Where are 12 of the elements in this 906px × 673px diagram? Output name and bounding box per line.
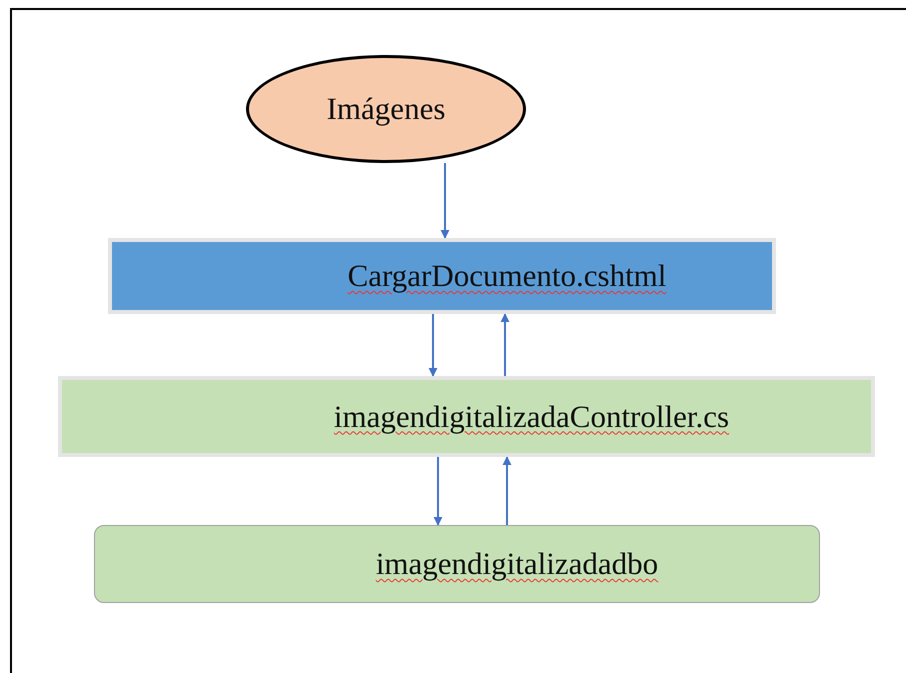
process-box: [108, 238, 776, 314]
arrow: [440, 163, 450, 239]
arrow: [500, 313, 510, 376]
process-box: [58, 376, 875, 457]
node-label: imagendigitalizadadbo: [376, 546, 658, 582]
node-label: imagendigitalizadaController.cs: [334, 398, 730, 434]
arrow: [428, 314, 438, 377]
node-label: Imágenes: [326, 91, 446, 127]
node-label: CargarDocumento.cshtml: [348, 258, 666, 294]
process-box: [94, 525, 820, 603]
arrow: [434, 457, 442, 526]
arrow: [502, 456, 512, 525]
